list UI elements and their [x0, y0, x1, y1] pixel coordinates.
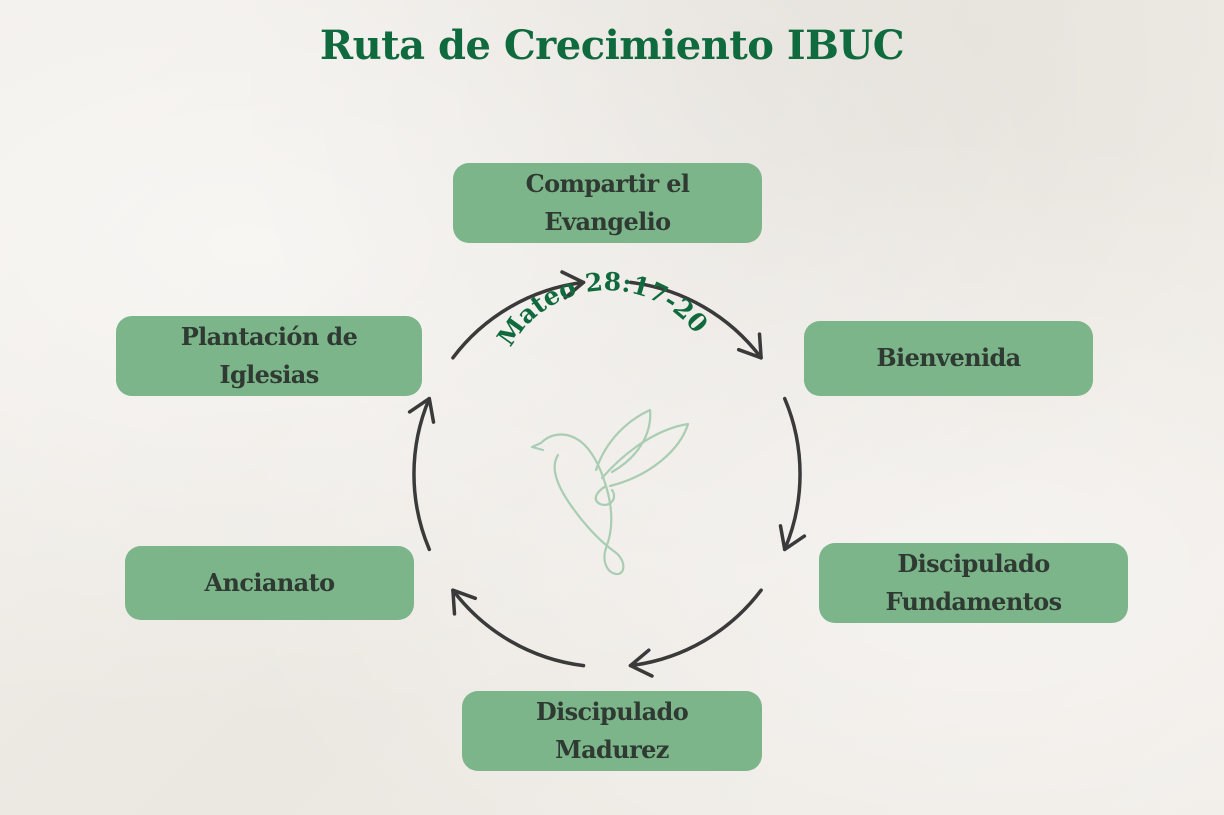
cycle-arc-3 — [628, 588, 763, 668]
step-bienvenida: Bienvenida — [804, 321, 1093, 396]
cycle-arrowhead-5 — [407, 396, 436, 424]
cycle-arc-2 — [782, 396, 802, 552]
dove-wing-upper — [594, 408, 652, 474]
cycle-arc-4 — [451, 588, 586, 668]
dove-wing-lower — [600, 422, 690, 488]
step-label: Ancianato — [204, 567, 335, 597]
arrow-layer — [407, 270, 807, 678]
cycle-arrowhead-1 — [736, 332, 763, 360]
cycle-arc-6 — [451, 280, 586, 360]
step-ancianato: Ancianato — [125, 546, 414, 620]
cycle-arrowhead-3 — [628, 648, 654, 678]
page-title: Ruta de Crecimiento IBUC — [319, 22, 905, 69]
cycle-arrowhead-2 — [778, 524, 807, 552]
center-caption: Mateo 28:17-20 — [491, 267, 713, 351]
step-label: Bienvenida — [876, 343, 1021, 373]
dove-body — [539, 433, 625, 576]
cycle-arrowhead-4 — [451, 588, 478, 616]
center-caption-path: Mateo 28:17-20 — [491, 267, 713, 351]
cycle-arc-5 — [412, 396, 432, 552]
dove-beak — [530, 441, 545, 452]
cycle-arc-1 — [628, 280, 763, 360]
cycle-arrowhead-6 — [560, 270, 586, 300]
dove-icon — [530, 408, 690, 576]
dove-tail-loop — [594, 484, 616, 506]
